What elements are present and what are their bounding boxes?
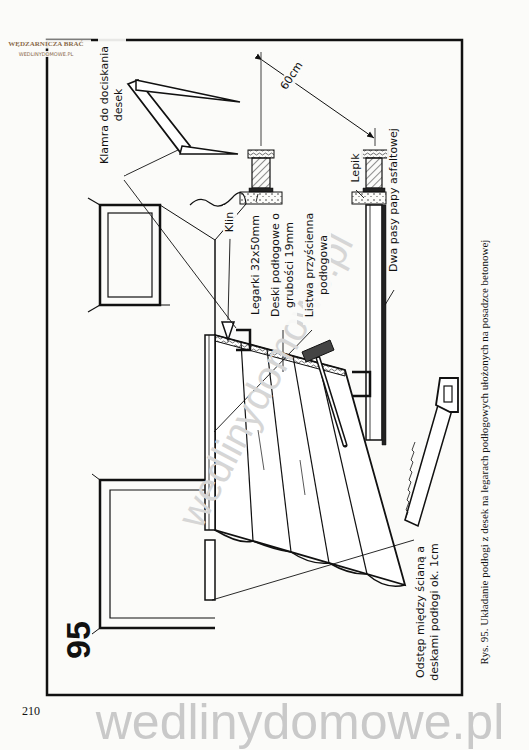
watermark-logo: WĘDZARNICZA BRAĆ: [1, 40, 91, 49]
part-label: Dwa pasy papy asfaltowej: [387, 113, 401, 288]
hammer: [302, 340, 345, 445]
clamp: [352, 372, 370, 396]
part-label: Listwa przyścienna podłogowa: [303, 205, 331, 325]
part-label: Klamra do dociskania desek: [98, 35, 126, 175]
page-number: 210: [11, 704, 51, 719]
watermark: wedlinydomowe.pl: [144, 183, 385, 577]
floor-section-left: [240, 150, 282, 204]
part-label: Odstęp między ścianą a deskami podłogi o…: [414, 535, 442, 690]
part-label: Lepik: [349, 148, 363, 188]
leader-lines: [124, 150, 414, 600]
board-clamp-detail: [128, 80, 240, 154]
part-label: Klin: [223, 205, 237, 239]
wedge: [222, 322, 234, 340]
figure-number: 95: [57, 610, 100, 670]
dimension-label: 60cm: [275, 56, 309, 97]
dimension-line: [261, 52, 375, 146]
floor-joist: [366, 205, 386, 445]
wall: [190, 193, 246, 335]
figure-caption: Rys. 95. Układanie podłogi z desek na le…: [477, 207, 491, 697]
saw: [405, 378, 458, 526]
watermark-logo: WEDLINYDOMOWE.PL: [1, 51, 91, 57]
clamp: [236, 330, 250, 350]
part-label: Deski podłogowe o grubości 19mm: [269, 205, 297, 325]
watermark: wedlinydomowe.pl: [90, 691, 510, 750]
window: [88, 198, 215, 312]
part-label: Legarki 32x50mm: [249, 205, 263, 325]
